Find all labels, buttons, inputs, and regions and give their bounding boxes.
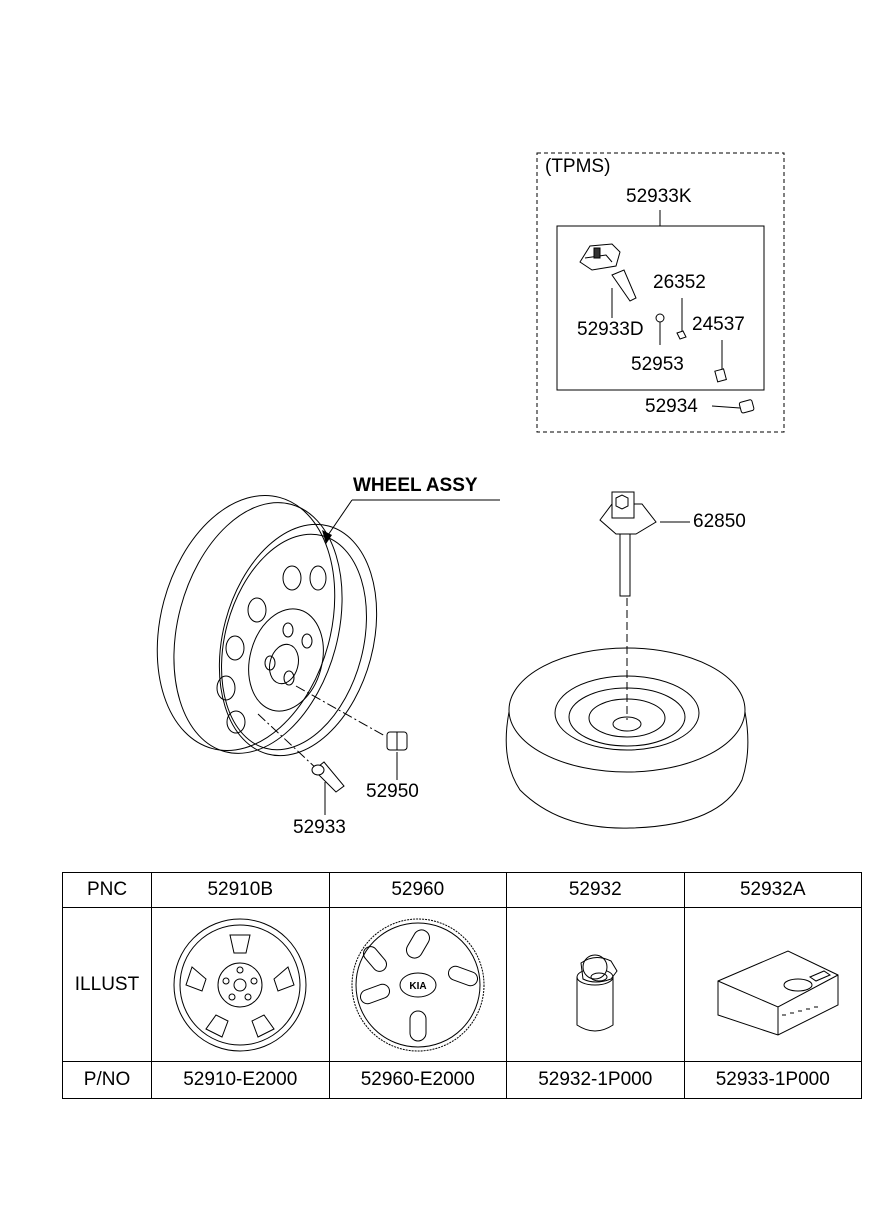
tpms-title: (TPMS) bbox=[545, 156, 611, 177]
tpms-kit-part-number: 52933K bbox=[626, 186, 692, 207]
hold-bolt-part-number: 62850 bbox=[693, 511, 746, 532]
illust-cell: KIA bbox=[328, 907, 507, 1062]
row-header-illust: ILLUST bbox=[62, 907, 152, 1062]
parts-diagram bbox=[156, 152, 785, 829]
part-number-cell: 52910-E2000 bbox=[151, 1061, 330, 1099]
tpms-sensor-icon bbox=[579, 243, 621, 271]
wheel-nut-icon bbox=[386, 731, 408, 751]
tpms-valve-icon bbox=[611, 269, 637, 302]
pnc-cell: 52960 bbox=[328, 872, 507, 908]
tpms-cap-part-number: 24537 bbox=[692, 314, 745, 335]
washer-icon bbox=[655, 313, 665, 323]
tpms-valve-core-part-number: 52934 bbox=[645, 396, 698, 417]
valve-stem-icon bbox=[311, 761, 345, 793]
valve-core-icon bbox=[738, 399, 755, 414]
row-header-pnc: PNC bbox=[62, 872, 152, 908]
pnc-cell: 52932 bbox=[506, 872, 685, 908]
wheel-nut-part-number: 52950 bbox=[366, 781, 419, 802]
pnc-cell: 52910B bbox=[151, 872, 330, 908]
valve-part-number: 52933 bbox=[293, 817, 346, 838]
part-number-cell: 52933-1P000 bbox=[683, 1061, 862, 1099]
tpms-sensor-part-number: 52933D bbox=[577, 319, 644, 340]
svg-text:KIA: KIA bbox=[409, 981, 426, 992]
pnc-cell: 52932A bbox=[683, 872, 862, 908]
steel-wheel-icon bbox=[173, 918, 307, 1051]
row-header-pno: P/NO bbox=[62, 1061, 152, 1099]
illust-cell bbox=[683, 907, 862, 1062]
parts-table: PNC 52910B 52960 52932 52932A ILLUST bbox=[62, 872, 862, 1099]
tpms-washer-part-number: 52953 bbox=[631, 354, 684, 375]
wheel-assy-title: WHEEL ASSY bbox=[353, 475, 478, 496]
illust-cell bbox=[151, 907, 330, 1062]
tpms-nut-part-number: 26352 bbox=[653, 272, 706, 293]
part-number-cell: 52932-1P000 bbox=[506, 1061, 685, 1099]
illust-cell bbox=[506, 907, 685, 1062]
hold-bolt-icon bbox=[599, 491, 657, 597]
valve-cap-icon bbox=[714, 368, 727, 383]
tire-mobility-kit-icon bbox=[717, 949, 839, 1036]
wheel-cover-icon: KIA bbox=[351, 918, 485, 1051]
part-number-cell: 52960-E2000 bbox=[328, 1061, 507, 1099]
tpms-outline bbox=[536, 152, 785, 433]
tire-sealant-bottle-icon bbox=[576, 954, 618, 1031]
small-nut-icon bbox=[676, 330, 687, 340]
steel-wheel-illustration bbox=[156, 495, 378, 757]
